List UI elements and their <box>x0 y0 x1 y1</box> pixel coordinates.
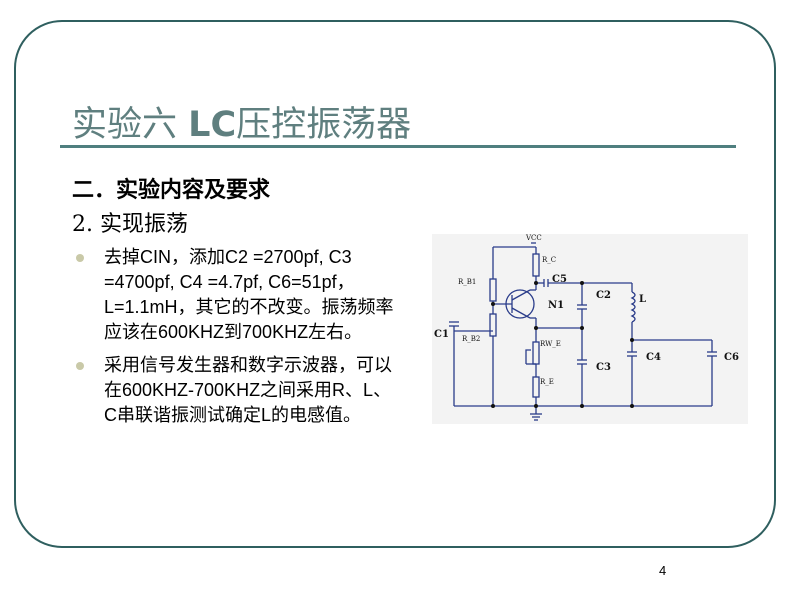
bullet-dot-icon <box>76 362 84 370</box>
circuit-schematic: VCC R_C R_B1 R_B2 RW_E R_E C5 N1 C2 L C1… <box>434 234 739 421</box>
label-c4: C4 <box>646 352 661 363</box>
label-c6: C6 <box>724 352 739 363</box>
page-number: 4 <box>659 563 667 578</box>
label-rb1: R_B1 <box>458 278 476 286</box>
bullet-item: 去掉CIN，添加C2 =2700pf, C3 =4700pf, C4 =4.7p… <box>72 245 402 345</box>
bullet-item: 采用信号发生器和数字示波器，可以在600KHZ-700KHZ之间采用R、L、C串… <box>72 353 402 428</box>
label-l: L <box>639 294 646 305</box>
slide-title: 实验六 LC压控振荡器 <box>72 105 412 145</box>
label-rc: R_C <box>542 256 556 264</box>
label-c3: C3 <box>596 362 611 373</box>
label-c5: C5 <box>552 274 567 285</box>
bullet-dot-icon <box>76 254 84 262</box>
label-vcc: VCC <box>525 234 542 242</box>
label-c2: C2 <box>596 290 611 301</box>
subsection-heading: 2. 实现振荡 <box>72 212 188 237</box>
circuit-diagram: VCC R_C R_B1 R_B2 RW_E R_E C5 N1 C2 L C1… <box>432 234 748 424</box>
slide-frame <box>14 20 776 548</box>
label-rb2: R_B2 <box>462 335 480 343</box>
label-re: R_E <box>540 378 554 386</box>
title-divider <box>60 145 736 148</box>
section-heading: 二．实验内容及要求 <box>72 177 271 203</box>
label-c1: C1 <box>434 329 449 340</box>
label-rwe: RW_E <box>540 340 561 348</box>
bullet-list: 去掉CIN，添加C2 =2700pf, C3 =4700pf, C4 =4.7p… <box>72 245 402 436</box>
label-n1: N1 <box>548 300 564 311</box>
